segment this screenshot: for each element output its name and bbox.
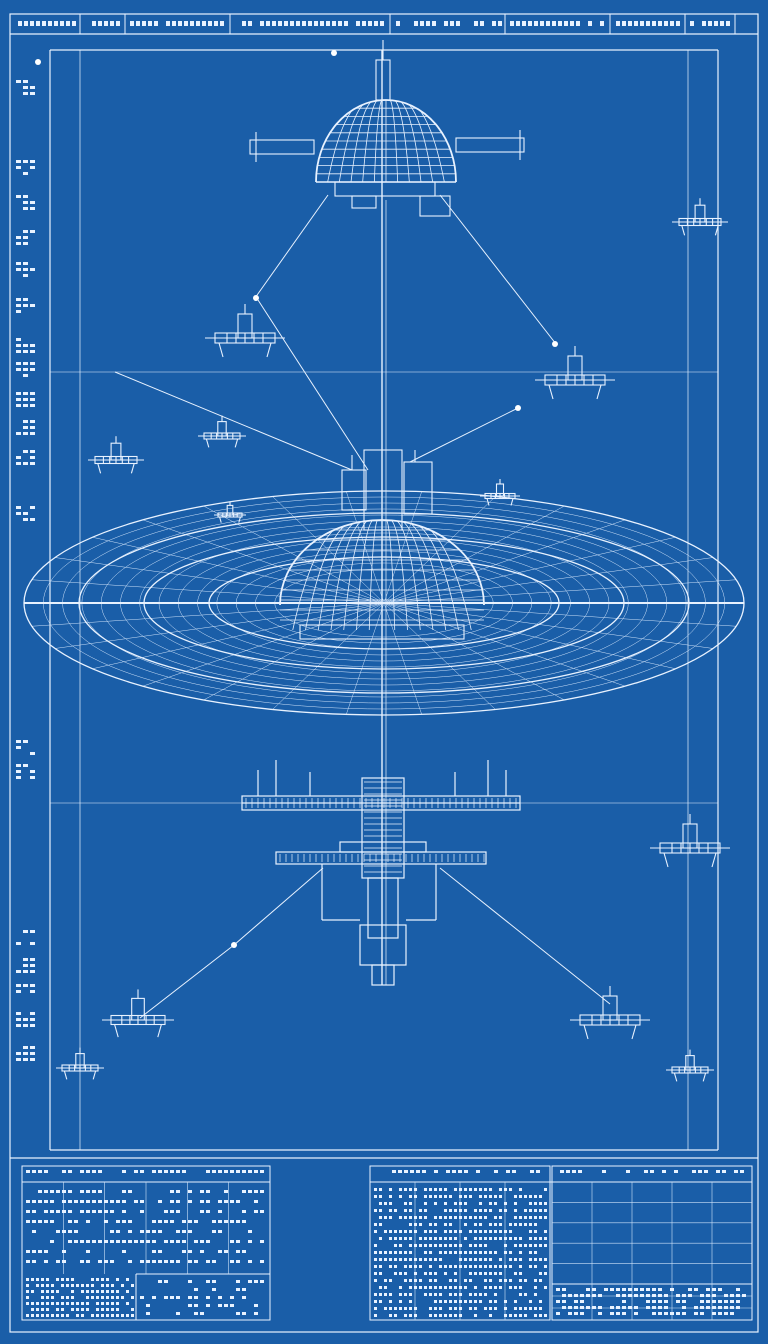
satellite-modules [56, 198, 730, 1082]
title-block-entries [26, 1170, 746, 1317]
connector-nodes [35, 50, 558, 948]
header-marks [18, 21, 730, 26]
left-margin-annotations [16, 80, 35, 1061]
drawing-frame [9, 13, 759, 1333]
connector-lines [114, 194, 611, 1019]
central-dome [279, 449, 485, 640]
truss-detail-ticks [245, 781, 517, 873]
header-strip [79, 14, 736, 34]
main-ring-platform [23, 490, 745, 716]
